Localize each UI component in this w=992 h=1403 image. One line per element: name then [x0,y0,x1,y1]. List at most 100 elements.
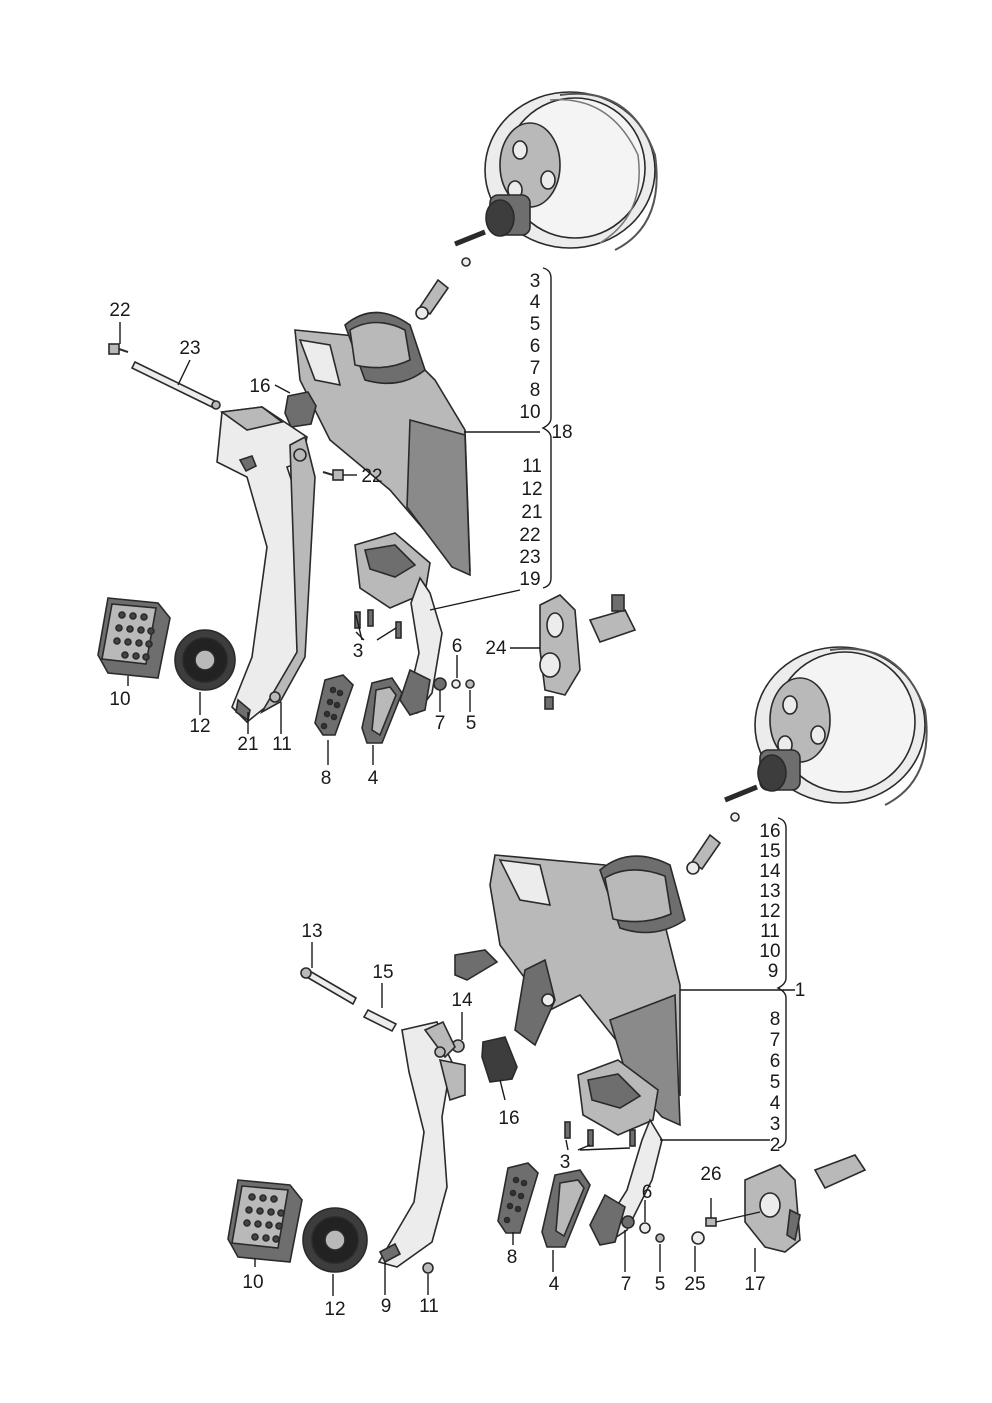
nut-7-top [433,677,447,691]
nut-7-bottom [621,1215,635,1229]
leader-lines-bottom [254,942,795,1296]
group-a-item: 6 [530,336,541,357]
callout-6: 6 [642,1182,653,1203]
callout-7: 7 [621,1274,632,1295]
bracket-24-top [539,594,581,710]
group-b-item: 8 [770,1009,781,1030]
group-a-ref: 1 [795,980,806,1001]
group-b-item: 2 [770,1135,781,1156]
pedal-cap-12-top [174,629,281,703]
brake-light-switch-top [588,594,637,643]
callout-21: 21 [237,734,258,755]
callouts-bottom: 13 15 14 16 3 10 12 9 11 8 4 7 6 5 25 26… [242,821,805,1320]
callout-11: 11 [419,1296,439,1317]
accelerator-module-bottom [564,1059,663,1246]
switch-16-bottom [481,1036,518,1083]
group-a-item: 10 [519,402,540,423]
callout-5: 5 [466,713,477,734]
group-a-item: 5 [530,314,541,335]
pedal-pad-10-bottom [227,1179,303,1263]
group-a-item: 11 [760,921,780,942]
group-a-item: 15 [759,841,780,862]
callout-12: 12 [189,716,210,737]
callout-13: 13 [301,921,322,942]
brake-pedal-9-bottom [377,1020,466,1274]
callout-4: 4 [549,1274,560,1295]
group-b-item: 23 [519,547,540,568]
callout-23: 23 [179,338,200,359]
pedal-bracket-top [294,311,471,577]
bolt-22-top [108,343,129,355]
callout-24: 24 [485,638,507,659]
bracket-brace-bottom [776,817,787,1149]
callout-12: 12 [324,1299,345,1320]
group-b-item: 6 [770,1051,781,1072]
pedal-cap-12-bottom [302,1207,368,1273]
brake-booster-bottom [724,646,928,822]
group-b-item: 5 [770,1072,781,1093]
bracket-17-bottom [744,1164,801,1253]
group-a-item: 7 [530,358,541,379]
pedal-pad-4-top [361,677,403,744]
callout-8: 8 [507,1247,518,1268]
callout-6: 6 [452,636,463,657]
accelerator-module-top [354,532,443,716]
bolt-22b-top [322,469,344,481]
group-a-item: 8 [530,380,541,401]
callout-25: 25 [684,1274,705,1295]
callout-4: 4 [368,768,379,789]
callout-10: 10 [242,1272,263,1293]
group-b-item: 7 [770,1030,781,1051]
callout-17: 17 [744,1274,765,1295]
callout-8: 8 [321,768,332,789]
clutch-pedal-21-top [216,406,316,724]
leader-lines-top [119,322,540,765]
callout-14: 14 [451,990,473,1011]
callout-26: 26 [700,1164,721,1185]
callout-16: 16 [498,1108,519,1129]
group-b-item: 21 [521,502,542,523]
group-a-item: 13 [759,881,780,902]
group-b-item: 3 [770,1114,781,1135]
brake-light-switch-bottom [813,1154,867,1190]
clevis-bottom [686,833,722,875]
screw-5-top [465,679,475,689]
washer-6-top [451,679,461,689]
callout-11: 11 [272,734,292,755]
pedal-bracket-bottom [489,854,686,1127]
group-a-item: 4 [530,292,541,313]
brake-booster-top [454,91,658,267]
cap-25-bottom [691,1231,705,1245]
group-b-item: 22 [519,525,540,546]
sensor-bottom [454,949,499,981]
bracket-brace-top [541,267,552,589]
callout-22b: 22 [361,466,382,487]
group-a-item: 12 [759,901,780,922]
pedal-pad-8-top [314,674,354,736]
callout-7: 7 [435,713,446,734]
pivot-pin-top [130,360,221,410]
switch-16-top [284,391,317,428]
callouts-top: 22 23 16 22 3 10 12 21 11 8 4 7 6 5 24 3… [109,271,572,789]
callout-16: 16 [249,376,270,397]
group-b-item: 11 [522,456,542,477]
sleeve-15-bottom [362,1008,398,1033]
group-a-item: 16 [759,821,780,842]
group-a-ref: 18 [551,422,572,443]
group-b-item: 4 [770,1093,781,1114]
group-b-item: 12 [521,479,542,500]
group-a-item: 9 [768,961,779,982]
callout-5: 5 [655,1274,666,1295]
pivot-pin-13-bottom [300,967,358,1006]
pedal-pad-8-bottom [497,1162,539,1234]
callout-3: 3 [560,1152,571,1173]
clevis-top [415,278,450,320]
callout-3: 3 [353,641,364,662]
screw-26-bottom [705,1217,717,1227]
pedal-pad-4-bottom [541,1169,591,1248]
group-a-item: 14 [759,861,781,882]
screw-5-bottom [655,1233,665,1243]
callout-10: 10 [109,689,130,710]
group-a-item: 3 [530,271,541,292]
